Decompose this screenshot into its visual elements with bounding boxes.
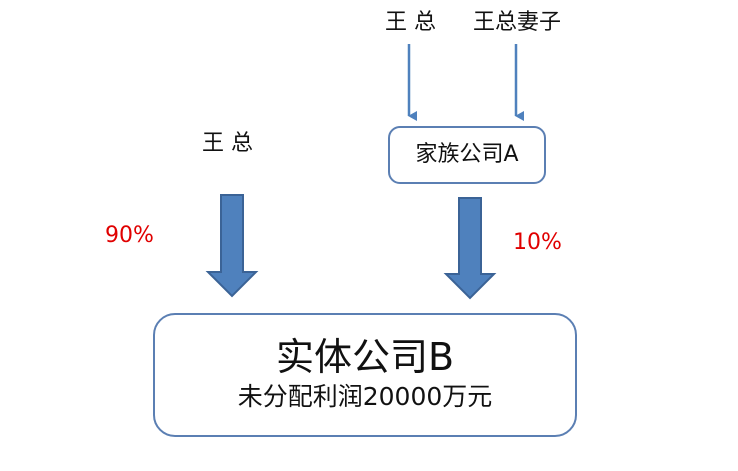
family-company-label: 家族公司A <box>415 142 519 167</box>
edge-label-90: 90% <box>105 223 154 248</box>
node-entity-company: 实体公司B 未分配利润20000万元 <box>153 313 577 437</box>
node-wang-top: 王 总 <box>385 10 436 35</box>
node-wife: 王总妻子 <box>473 10 562 35</box>
big-arrow-right <box>443 197 497 300</box>
edge-label-10: 10% <box>513 230 562 255</box>
entity-company-title: 实体公司B <box>275 335 455 380</box>
node-family-company: 家族公司A <box>388 126 546 184</box>
node-wang-left: 王 总 <box>202 131 253 156</box>
entity-company-subtitle: 未分配利润20000万元 <box>237 381 493 411</box>
big-arrow-left <box>205 194 259 298</box>
